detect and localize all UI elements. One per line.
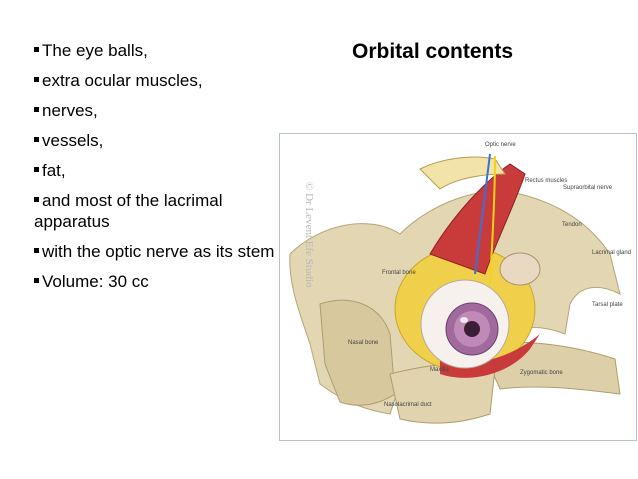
label-tarsal-plate: Tarsal plate — [592, 302, 623, 308]
orbit-anatomy-illustration: Optic nerve Rectus muscles Supraorbital … — [279, 133, 637, 441]
square-bullet-icon — [34, 47, 39, 53]
orbit-drawing: Optic nerve Rectus muscles Supraorbital … — [289, 142, 631, 424]
label-nasolacrimal: Nasolacrimal duct — [384, 402, 432, 408]
label-frontal-bone: Frontal bone — [382, 270, 416, 276]
lacrimal-gland — [499, 252, 541, 286]
label-supraorbital: Supraorbital nerve — [563, 185, 613, 191]
bullet-text: and most of the lacrimal apparatus — [34, 191, 223, 231]
bullet-item: and most of the lacrimal apparatus — [34, 190, 284, 232]
square-bullet-icon — [34, 167, 39, 173]
slide-title: Orbital contents — [352, 40, 514, 63]
bullet-item: with the optic nerve as its stem — [34, 241, 284, 262]
yellow-nerve — [489, 155, 496, 285]
label-optic-nerve: Optic nerve — [485, 142, 516, 148]
maxilla-shape — [389, 363, 496, 424]
blue-vessel — [474, 153, 491, 275]
bullet-text: with the optic nerve as its stem — [42, 242, 275, 261]
square-bullet-icon — [34, 137, 39, 143]
label-tendon: Tendon — [562, 222, 582, 228]
bullet-text: fat, — [42, 161, 66, 180]
bullet-text: The eye balls, — [42, 41, 148, 60]
label-nasal-bone: Nasal bone — [348, 340, 379, 346]
bullet-item: Volume: 30 cc — [34, 271, 284, 292]
label-rectus: Rectus muscles — [525, 178, 567, 184]
square-bullet-icon — [34, 248, 39, 254]
square-bullet-icon — [34, 107, 39, 113]
bullet-item: nerves, — [34, 100, 284, 121]
square-bullet-icon — [34, 77, 39, 83]
bullet-text: nerves, — [42, 101, 98, 120]
label-lacrimal-gland: Lacrimal gland — [592, 250, 631, 256]
square-bullet-icon — [34, 197, 39, 203]
bullet-text: Volume: 30 cc — [42, 272, 149, 291]
bullet-list: The eye balls, extra ocular muscles, ner… — [34, 40, 284, 301]
optic-nerve — [419, 156, 506, 190]
bullet-item: extra ocular muscles, — [34, 70, 284, 91]
square-bullet-icon — [34, 278, 39, 284]
nasal-bone-shape — [319, 299, 396, 406]
bullet-text: vessels, — [42, 131, 104, 150]
eye-highlight — [460, 317, 468, 323]
watermark-text: © Dr Levent Efe Studio — [303, 182, 315, 288]
bullet-text: extra ocular muscles, — [42, 71, 203, 90]
bullet-item: The eye balls, — [34, 40, 284, 61]
bullet-item: vessels, — [34, 130, 284, 151]
pupil — [464, 321, 480, 337]
label-maxilla: Maxilla — [430, 367, 449, 373]
rectus-muscles — [429, 163, 526, 275]
bullet-item: fat, — [34, 160, 284, 181]
label-zygomatic: Zygomatic bone — [520, 370, 563, 376]
